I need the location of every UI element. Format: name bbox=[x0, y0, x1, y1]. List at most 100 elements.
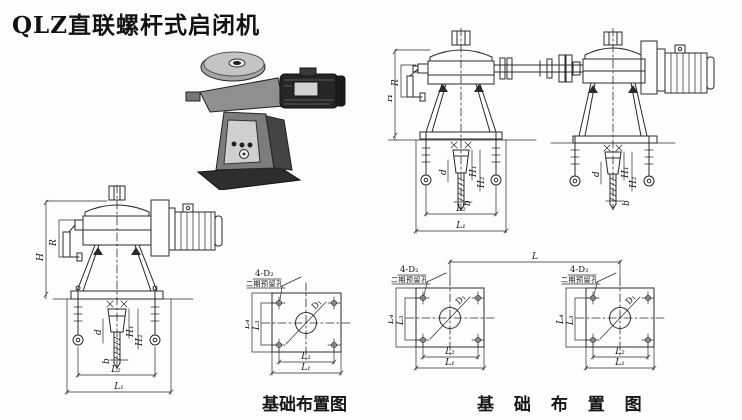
holes-callout: 4-D₂ 二期预留孔 bbox=[246, 269, 302, 301]
dim-label-L1: L₁ bbox=[113, 382, 124, 392]
dim-d: d bbox=[439, 159, 449, 183]
hand-crank bbox=[406, 68, 426, 102]
dim-label-b: b bbox=[622, 200, 632, 206]
front-view-drawing: R H d H₁ H₂ b bbox=[388, 28, 548, 234]
dim-label-H2: H₂ bbox=[135, 334, 145, 347]
dim-H: H bbox=[388, 48, 431, 141]
lifting-screw bbox=[106, 300, 128, 369]
foundation-caption-single: 基础布置图 bbox=[262, 395, 347, 415]
holes-count-label: 4-D₂ bbox=[255, 269, 274, 279]
support-frame bbox=[419, 83, 503, 140]
dim-label-H2: H₂ bbox=[477, 176, 487, 189]
dim-label-D1: D₁ bbox=[454, 293, 468, 307]
dim-label-b: b bbox=[102, 358, 112, 364]
front-view-with-motor-drawing: R H d H₁ H₂ b bbox=[36, 185, 223, 395]
anchor-bolt-left bbox=[569, 135, 581, 187]
dim-H1: H₁ bbox=[469, 149, 479, 181]
gearbox bbox=[412, 30, 495, 85]
dim-L1: L₁ bbox=[413, 139, 509, 234]
anchor-bolt-right bbox=[490, 131, 502, 186]
foundation-plan-single: D₁ 4-D₂ 二期预留孔 L₄ L₃ L₂ L₁ bbox=[245, 269, 351, 376]
dim-label-R: R bbox=[49, 239, 59, 247]
dim-R: R bbox=[391, 64, 417, 98]
hand-crank bbox=[62, 219, 84, 262]
dim-label-L1: L₁ bbox=[444, 358, 455, 368]
dim-label-d: d bbox=[592, 171, 602, 177]
dim-label-L1: L₁ bbox=[614, 358, 625, 368]
dim-label-L1: L₁ bbox=[455, 221, 466, 231]
dim-label-d: d bbox=[439, 169, 449, 175]
input-shaft-coupling bbox=[545, 54, 584, 83]
dim-label-H1: H₁ bbox=[621, 167, 631, 179]
foundation-plate-right: D₁ 4-D₂ 二期预留孔 L₄ L₃ L₂ L₁ bbox=[556, 265, 665, 371]
dim-label-L3: L₃ bbox=[396, 315, 406, 326]
output-shaft-coupling bbox=[493, 57, 548, 80]
dim-H2: H₂ bbox=[135, 308, 145, 350]
dim-L2: L₂ bbox=[276, 348, 337, 365]
holes-count-label: 4-D₂ bbox=[400, 265, 419, 275]
foundation-plate bbox=[271, 292, 342, 353]
electric-motor bbox=[640, 40, 715, 95]
lifting-screw bbox=[450, 141, 472, 211]
dim-label-L2: L₂ bbox=[455, 204, 466, 214]
dim-H: H bbox=[36, 199, 108, 300]
dim-label-L2: L₂ bbox=[110, 365, 121, 375]
dim-label-L: L bbox=[531, 252, 538, 262]
dim-L1: L₁ bbox=[269, 351, 344, 376]
dim-label-L2: L₂ bbox=[614, 347, 625, 357]
anchor-bolt-left bbox=[72, 290, 84, 346]
page-title: QLZ直联螺杆式启闭机 bbox=[12, 12, 260, 39]
dim-H1: H₁ bbox=[126, 308, 136, 339]
dim-H1: H₁ bbox=[621, 151, 631, 181]
electric-motor bbox=[150, 199, 223, 257]
holes-note-label: 二期预留孔 bbox=[561, 275, 599, 284]
dim-label-H1: H₁ bbox=[126, 326, 136, 338]
dim-label-D1: D₁ bbox=[624, 293, 638, 307]
dim-label-H: H bbox=[36, 253, 46, 262]
dim-H2: H₂ bbox=[629, 151, 639, 192]
dim-label-H: H bbox=[388, 94, 395, 103]
foundation-plan-double: L D₁ 4-D₂ 二期预留孔 L₄ L₃ L₂ L₁ D₁ 4-D₂ 二期预留… bbox=[388, 252, 665, 371]
electric-motor bbox=[279, 67, 346, 109]
dim-label-R: R bbox=[391, 79, 401, 87]
dim-label-L1: L₁ bbox=[300, 363, 311, 373]
dim-label-L3: L₃ bbox=[252, 320, 262, 331]
dim-d: d bbox=[592, 161, 602, 185]
dim-label-D1: D₁ bbox=[310, 298, 324, 312]
dim-b: b bbox=[453, 200, 473, 206]
pedestal-cabinet bbox=[215, 111, 275, 171]
foundation-caption-double: 基 础 布 置 图 bbox=[477, 395, 649, 415]
side-view-drawing: d H₁ H₂ b bbox=[545, 28, 715, 211]
anchor-bolt-right bbox=[643, 135, 655, 187]
support-frame bbox=[572, 82, 658, 144]
gearbox-cap bbox=[200, 51, 266, 82]
dim-label-d: d bbox=[94, 329, 104, 335]
dim-label-H1: H₁ bbox=[469, 166, 479, 178]
dim-L2: L₂ bbox=[75, 346, 158, 378]
anchor-bolt-right bbox=[149, 290, 161, 346]
dim-L1: L₁ bbox=[64, 298, 174, 395]
dim-label-L3: L₃ bbox=[566, 315, 576, 326]
dim-label-L4: L₄ bbox=[245, 319, 252, 330]
holes-note-label: 二期预留孔 bbox=[246, 279, 284, 288]
dim-label-H2: H₂ bbox=[629, 176, 639, 189]
gearbox bbox=[582, 31, 646, 84]
dim-H2: H₂ bbox=[477, 149, 487, 192]
gearbox-body bbox=[185, 77, 285, 113]
dim-label-b: b bbox=[463, 200, 473, 206]
foundation-plate-left: D₁ 4-D₂ 二期预留孔 L₄ L₃ L₂ L₁ bbox=[388, 265, 495, 371]
anchor-bolt-left bbox=[420, 131, 432, 186]
dim-L3: L₃ bbox=[252, 302, 277, 346]
holes-count-label: 4-D₂ bbox=[570, 265, 589, 275]
dim-L4: L₄ bbox=[245, 292, 273, 353]
lifting-screw bbox=[603, 144, 623, 210]
dim-label-L4: L₄ bbox=[556, 314, 566, 325]
dim-label-L2: L₂ bbox=[444, 347, 455, 357]
side-bracket bbox=[265, 115, 293, 171]
dim-R: R bbox=[49, 219, 76, 258]
center-circle bbox=[295, 312, 317, 334]
dim-L: L bbox=[447, 252, 623, 279]
holes-note-label: 二期预留孔 bbox=[391, 275, 429, 284]
machine-photo-illustration bbox=[185, 51, 346, 190]
